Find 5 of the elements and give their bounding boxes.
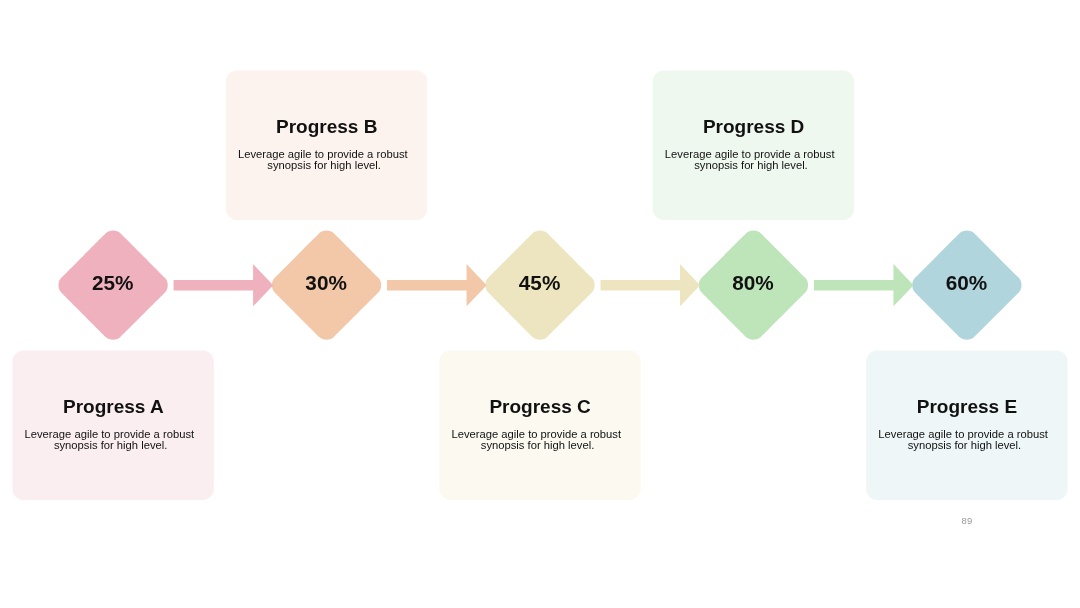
arrow — [813, 264, 914, 307]
arrow — [387, 264, 487, 307]
arrow — [173, 264, 274, 307]
label: 89 — [961, 515, 973, 527]
arrow — [600, 264, 701, 307]
